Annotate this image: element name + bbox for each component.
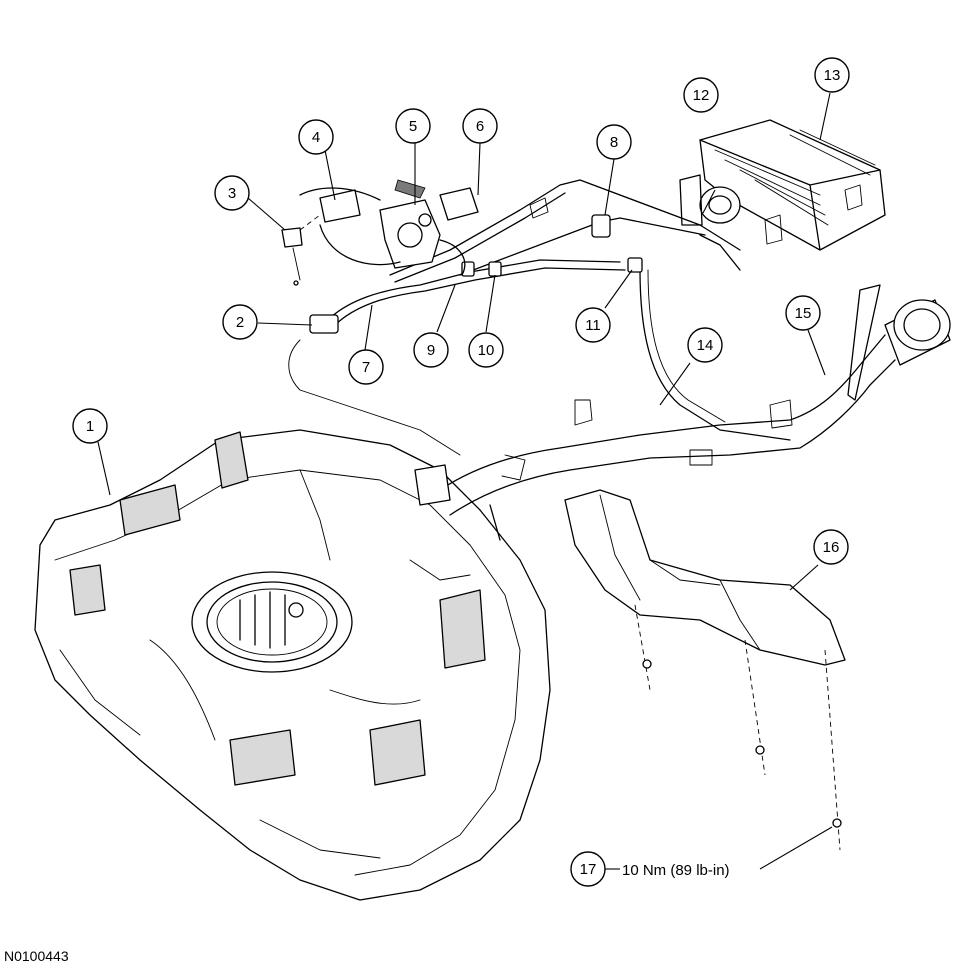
callout-13: 13 — [814, 57, 850, 93]
shield-bolts — [634, 604, 842, 851]
callout-5-number: 5 — [409, 118, 417, 135]
purge-valve-group — [281, 179, 479, 286]
callout-6-number: 6 — [476, 118, 484, 135]
callout-9-number: 9 — [427, 342, 435, 359]
callout-11: 11 — [575, 307, 611, 343]
evap-canister — [679, 119, 886, 271]
callout-17-number: 17 — [580, 861, 597, 878]
callout-11-number: 11 — [585, 317, 601, 334]
callout-1: 1 — [72, 408, 108, 444]
callout-17: 17 — [570, 851, 606, 887]
callout-4-number: 4 — [312, 129, 320, 146]
evap-tube-assembly — [288, 179, 741, 456]
callout-6: 6 — [462, 108, 498, 144]
callout-14-number: 14 — [697, 337, 714, 354]
callout-8-number: 8 — [610, 134, 618, 151]
callout-16-number: 16 — [823, 539, 840, 556]
callout-10-number: 10 — [478, 342, 495, 359]
leader-lines — [97, 92, 833, 870]
callout-1-number: 1 — [86, 418, 94, 435]
vapor-line — [639, 269, 791, 441]
figure-id-label: N0100443 — [4, 948, 69, 964]
callout-9: 9 — [413, 332, 449, 368]
fuel-filler-pipe — [414, 284, 951, 541]
callout-13-number: 13 — [824, 67, 841, 84]
heat-shield — [564, 489, 846, 666]
callout-14: 14 — [687, 327, 723, 363]
callout-10: 10 — [468, 332, 504, 368]
callout-15: 15 — [785, 295, 821, 331]
callout-2: 2 — [222, 304, 258, 340]
fuel-tank — [34, 429, 551, 901]
callout-4: 4 — [298, 119, 334, 155]
callout-15-number: 15 — [795, 305, 812, 322]
callout-16: 16 — [813, 529, 849, 565]
callout-12-number: 12 — [693, 87, 710, 104]
callout-12: 12 — [683, 77, 719, 113]
callout-8: 8 — [596, 124, 632, 160]
callout-3: 3 — [214, 175, 250, 211]
torque-spec: 10 Nm (89 lb-in) — [622, 862, 730, 879]
callout-7-number: 7 — [362, 359, 370, 376]
callout-7: 7 — [348, 349, 384, 385]
callout-2-number: 2 — [236, 314, 244, 331]
callout-3-number: 3 — [228, 185, 236, 202]
callout-5: 5 — [395, 108, 431, 144]
